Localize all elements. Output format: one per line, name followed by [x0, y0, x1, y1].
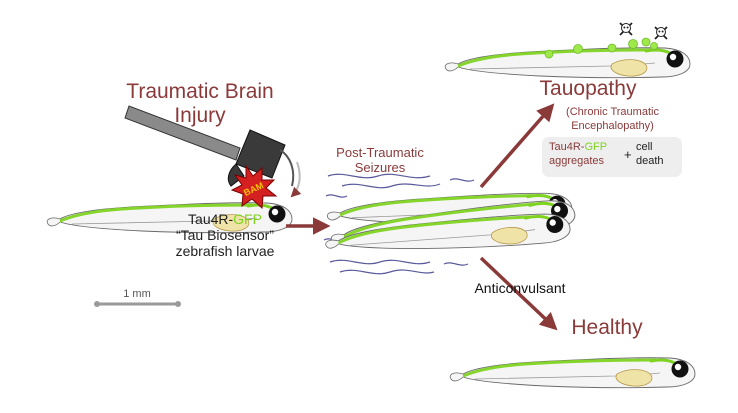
cte-line1: (Chronic Traumatic — [566, 106, 659, 118]
cell-death-line1: cell — [636, 141, 653, 153]
aggregates-gfp: GFP — [584, 141, 608, 153]
cell-death-line2: death — [636, 154, 664, 167]
impact-burst-icon: BAM — [230, 164, 278, 210]
arrow-to-tauopathy — [479, 103, 555, 189]
seizure-motion-lines — [323, 173, 475, 275]
zebrafish-larva-healthy — [448, 356, 697, 390]
biosensor-gfp: GFP — [233, 211, 262, 227]
cte-subtitle: (Chronic Traumatic Encephalopathy) — [545, 106, 680, 134]
gfp-aggregates — [544, 37, 658, 59]
cell-death-label: cell death — [636, 141, 664, 169]
biosensor-label: Tau4R-GFP “Tau Biosensor” zebrafish larv… — [170, 211, 280, 259]
cte-line2: Encephalopathy) — [571, 119, 654, 132]
tbi-title-line2: Injury — [174, 104, 226, 128]
zebrafish-larva-tauopathy — [443, 46, 692, 80]
scale-bar — [94, 301, 181, 307]
biosensor-line1: Tau4R-GFP — [170, 211, 280, 227]
tauopathy-title: Tauopathy — [539, 77, 637, 100]
aggregates-line1: Tau4R-GFP — [549, 141, 607, 155]
aggregates-line2: aggregates — [549, 154, 605, 167]
biosensor-prefix: Tau4R- — [188, 211, 234, 227]
zebrafish-larvae-seizing — [323, 191, 578, 257]
arrow-to-healthy — [479, 256, 558, 331]
seizures-line1: Post-Traumatic — [336, 145, 424, 160]
aggregates-prefix: Tau4R- — [549, 141, 585, 153]
biosensor-line2: “Tau Biosensor” — [175, 227, 275, 244]
skull-crossbones-icon — [619, 22, 668, 40]
aggregates-label: Tau4R-GFP aggregates — [549, 141, 607, 169]
aggregates-box — [542, 137, 682, 177]
plus-sign: + — [624, 147, 632, 162]
seizures-label: Post-Traumatic Seizures — [320, 145, 440, 176]
anticonvulsant-label: Anticonvulsant — [474, 280, 566, 296]
healthy-title: Healthy — [571, 316, 643, 339]
seizures-line2: Seizures — [354, 159, 406, 175]
scale-bar-label: 1 mm — [123, 288, 151, 300]
hammer-icon — [124, 105, 295, 187]
tbi-title: Traumatic Brain Injury — [120, 80, 280, 128]
biosensor-line3: zebrafish larvae — [175, 243, 275, 260]
swing-motion-arrow — [290, 161, 302, 198]
tbi-title-line1: Traumatic Brain — [126, 80, 274, 103]
